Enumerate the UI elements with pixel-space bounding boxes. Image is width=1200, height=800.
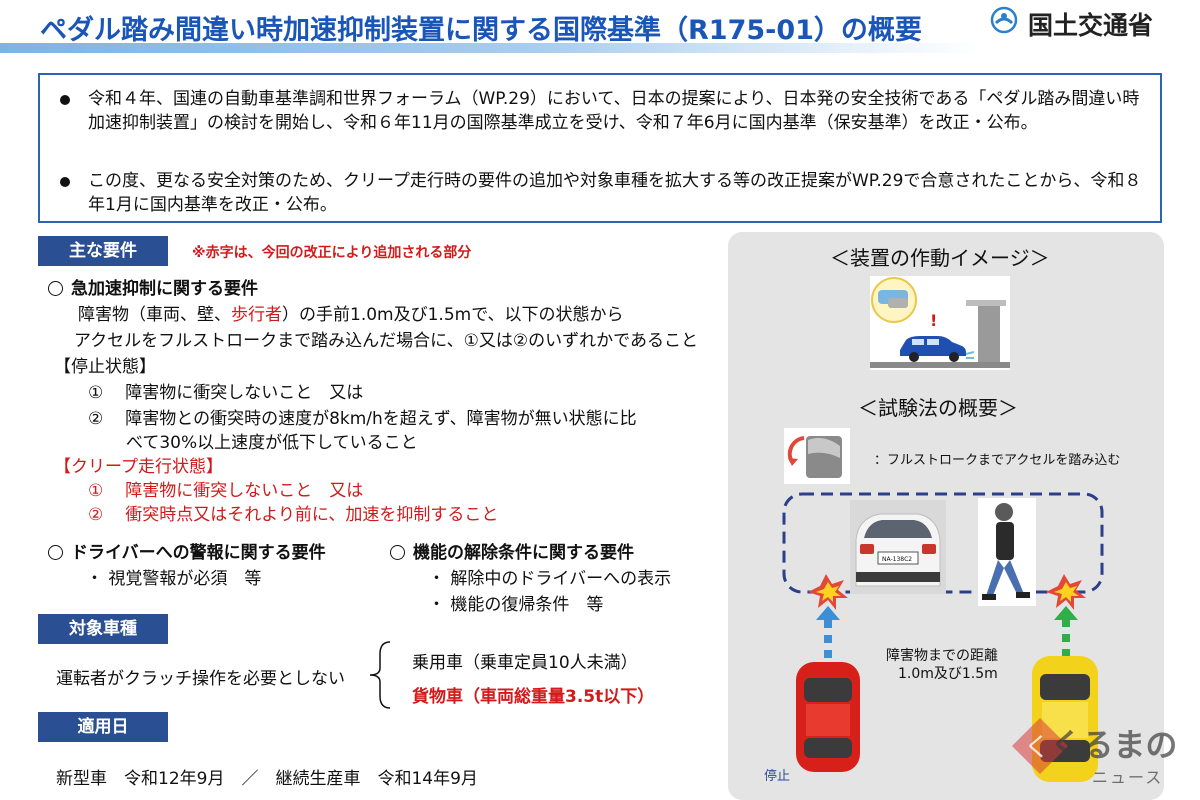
blue-car-icon (900, 336, 966, 362)
distance-label-2: 1.0m及び1.5m (898, 666, 998, 682)
apply-header: 適用日 (38, 712, 168, 742)
stop-item-2-cont: べて30%以上速度が低下していること (126, 433, 418, 453)
distance-label-1: 障害物までの距離 (886, 647, 998, 664)
circle-bullet-icon (48, 281, 63, 296)
release-item-2: ・ 機能の復帰条件 等 (428, 595, 604, 615)
title-underline (0, 43, 980, 53)
foot-pedal-icon (871, 277, 917, 323)
impact-star-icon-right (1046, 574, 1086, 610)
pedal-caption: ：フルストロークまでアクセルを踏み込む (874, 453, 1121, 468)
bullet-dot-icon (60, 95, 70, 105)
stop-label: 停止 (764, 768, 790, 784)
release-item-1: ・ 解除中のドライバーへの表示 (428, 569, 672, 589)
release-section-title: 機能の解除条件に関する要件 (390, 538, 634, 563)
watermark-sub: ニュース (1092, 768, 1164, 787)
accel-section-title: 急加速抑制に関する要件 (48, 274, 258, 299)
red-text-note: ※赤字は、今回の改正により追加される部分 (192, 245, 472, 261)
apply-text: 新型車 令和12年9月 ／ 継続生産車 令和14年9月 (56, 769, 478, 789)
bullet-dot-icon (60, 177, 70, 187)
mlit-logo-icon (990, 6, 1018, 34)
summary-box: 令和４年、国連の自動車基準調和世界フォーラム（WP.29）において、日本の提案に… (38, 73, 1162, 223)
vehicles-condition: 運転者がクラッチ操作を必要としない (56, 669, 345, 689)
requirements-header: 主な要件 (38, 236, 168, 266)
operation-image-title: ＜装置の作動イメージ＞ (830, 246, 1050, 270)
test-method-title: ＜試験法の概要＞ (858, 396, 1018, 420)
vehicle-passenger: 乗用車（乗車定員10人未満） (412, 653, 638, 673)
summary-bullet: この度、更なる安全対策のため、クリープ走行時の要件の追加や対象車種を拡大する等の… (60, 169, 1150, 217)
org-name: 国土交通省 (1028, 11, 1154, 40)
operation-illustration: ! (870, 276, 1010, 370)
watermark-logo-icon: く (1010, 716, 1070, 776)
pedestrian-added-text: 歩行者 (231, 305, 282, 325)
vehicles-header: 対象車種 (38, 614, 168, 644)
circle-bullet-icon (48, 545, 63, 560)
warning-section-title: ドライバーへの警報に関する要件 (48, 538, 326, 563)
page-title: ペダル踏み間違い時加速抑制装置に関する国際基準（R175-01）の概要 (40, 15, 922, 46)
impact-star-icon-left (808, 574, 848, 610)
svg-text:く: く (1024, 733, 1050, 763)
watermark-text: くるまの (1050, 726, 1178, 764)
warning-item: ・ 視覚警報が必須 等 (86, 569, 262, 589)
svg-text:!: ! (930, 311, 937, 330)
pedestrian-dummy (978, 498, 1036, 606)
accel-desc-line1: 障害物（車両、壁、歩行者）の手前1.0m及び1.5mで、以下の状態から (78, 305, 624, 325)
accel-desc-line2: アクセルをフルストロークまで踏み込んだ場合に、①又は②のいずれかであること (74, 331, 698, 351)
target-vehicle-rear: NA-138C2 (850, 500, 946, 594)
summary-bullet: 令和４年、国連の自動車基準調和世界フォーラム（WP.29）において、日本の提案に… (60, 87, 1150, 135)
circle-bullet-icon (390, 545, 405, 560)
red-test-car (796, 662, 860, 772)
creep-state-label: 【クリープ走行状態】 (54, 457, 223, 477)
brace-icon (369, 641, 391, 709)
accelerator-pedal-icon (784, 428, 850, 484)
vehicle-cargo: 貨物車（車両総重量3.5t以下） (412, 687, 655, 707)
stop-state-label: 【停止状態】 (54, 357, 156, 377)
license-plate: NA-138C2 (882, 556, 912, 563)
